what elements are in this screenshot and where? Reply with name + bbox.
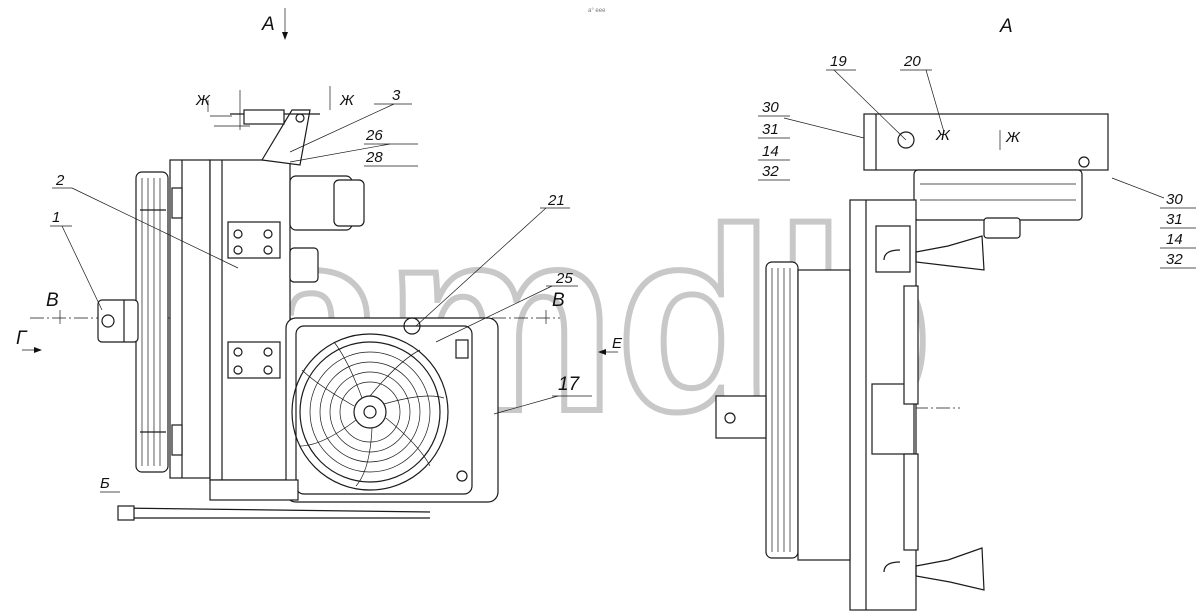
- view-label-a-right: А: [999, 16, 1013, 37]
- callout-stack-left-1: 30: [762, 99, 779, 116]
- leader-lines: [22, 69, 1196, 493]
- callout-28: 28: [365, 149, 383, 166]
- mount-plates: [227, 221, 281, 379]
- view-label-b: Б: [100, 475, 110, 492]
- section-label-zh-r2: Ж: [1005, 129, 1021, 146]
- section-label-zh-r1: Ж: [935, 127, 951, 144]
- callout-25: 25: [555, 270, 573, 287]
- pipes: [289, 175, 365, 283]
- section-label-zh-right: Ж: [339, 92, 355, 109]
- callout-stack-right-4: 32: [1166, 251, 1183, 268]
- section-label-v-right: В: [552, 290, 565, 311]
- callout-stack-right-1: 30: [1166, 191, 1183, 208]
- section-label-v-left: В: [46, 290, 59, 311]
- callout-2: 2: [55, 172, 65, 189]
- callout-stack-right-3: 14: [1166, 231, 1183, 248]
- callout-17: 17: [558, 374, 581, 395]
- side-pipes: [883, 235, 985, 591]
- callout-19: 19: [830, 53, 847, 70]
- fan-grille: [291, 333, 449, 491]
- left-pump: [97, 299, 139, 343]
- top-housing: [863, 113, 1109, 239]
- callout-stack-right-2: 31: [1166, 211, 1183, 228]
- left-assembly-view: [30, 8, 560, 521]
- callout-stack-left-2: 31: [762, 121, 779, 138]
- view-label-a-left: А: [261, 14, 275, 35]
- callouts-right: 19 20 30 31 14 32 30 31 14 32: [762, 53, 1183, 268]
- vertical-radiator: [849, 199, 919, 611]
- section-label-zh-left: Ж: [195, 92, 211, 109]
- callout-1: 1: [52, 209, 60, 226]
- base-plate: [117, 479, 431, 521]
- left-fan-ribs: [135, 171, 169, 473]
- callout-3: 3: [392, 87, 401, 104]
- view-label-g: Г: [16, 328, 28, 349]
- callout-21: 21: [547, 192, 565, 209]
- top-mark: a° eee: [588, 8, 606, 14]
- callout-26: 26: [365, 127, 383, 144]
- callout-stack-left-3: 14: [762, 143, 779, 160]
- view-label-e: Е: [612, 335, 623, 352]
- right-assembly-view: [715, 113, 1109, 611]
- top-bracket: [207, 86, 331, 166]
- callout-20: 20: [903, 53, 921, 70]
- right-fan-ribs: [715, 261, 851, 561]
- callout-stack-left-4: 32: [762, 163, 779, 180]
- callouts-left: 1 2 3 26 28 21 25 17: [52, 87, 581, 395]
- view-labels: А А Ж Ж Ж Ж В В Г Е Б: [16, 14, 1021, 492]
